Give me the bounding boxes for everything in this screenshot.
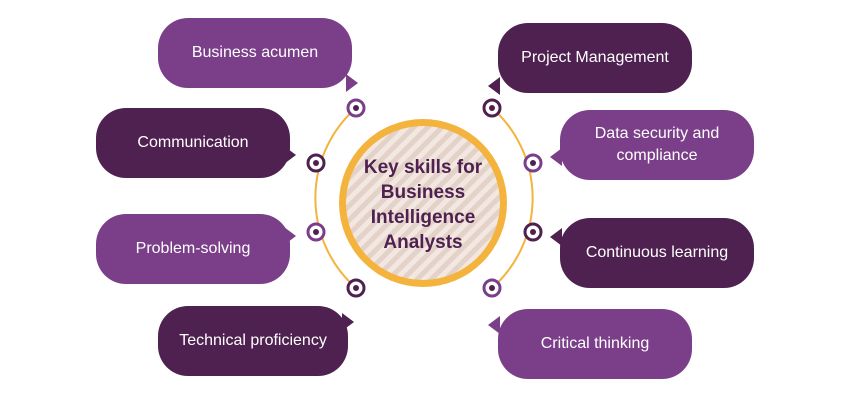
callout-tail — [550, 148, 562, 166]
skill-business-acumen: Business acumen — [158, 18, 352, 88]
connector-arc-right — [491, 107, 534, 289]
callout-tail — [342, 313, 354, 331]
skill-project-management: Project Management — [498, 23, 692, 93]
callout-tail — [346, 74, 358, 92]
skill-technical-proficiency: Technical proficiency — [158, 306, 348, 376]
connector-dot — [306, 153, 326, 173]
skill-data-security: Data security and compliance — [560, 110, 754, 180]
skill-problem-solving: Problem-solving — [96, 214, 290, 284]
callout-tail — [284, 227, 296, 245]
connector-dot — [346, 278, 366, 298]
callout-tail — [550, 228, 562, 246]
center-circle — [346, 126, 500, 280]
connector-dot — [523, 222, 543, 242]
skill-critical-thinking: Critical thinking — [498, 309, 692, 379]
center-title: Key skills for Business Intelligence Ana… — [363, 157, 483, 253]
skill-continuous-learning: Continuous learning — [560, 218, 754, 288]
connector-dot — [523, 153, 543, 173]
connector-dot — [346, 98, 366, 118]
connector-dot — [482, 278, 502, 298]
connector-dot — [482, 98, 502, 118]
callout-tail — [284, 146, 296, 164]
connector-dot — [306, 222, 326, 242]
callout-tail — [488, 77, 500, 95]
connector-arc-left — [314, 107, 357, 289]
callout-tail — [488, 316, 500, 334]
skill-communication: Communication — [96, 108, 290, 178]
